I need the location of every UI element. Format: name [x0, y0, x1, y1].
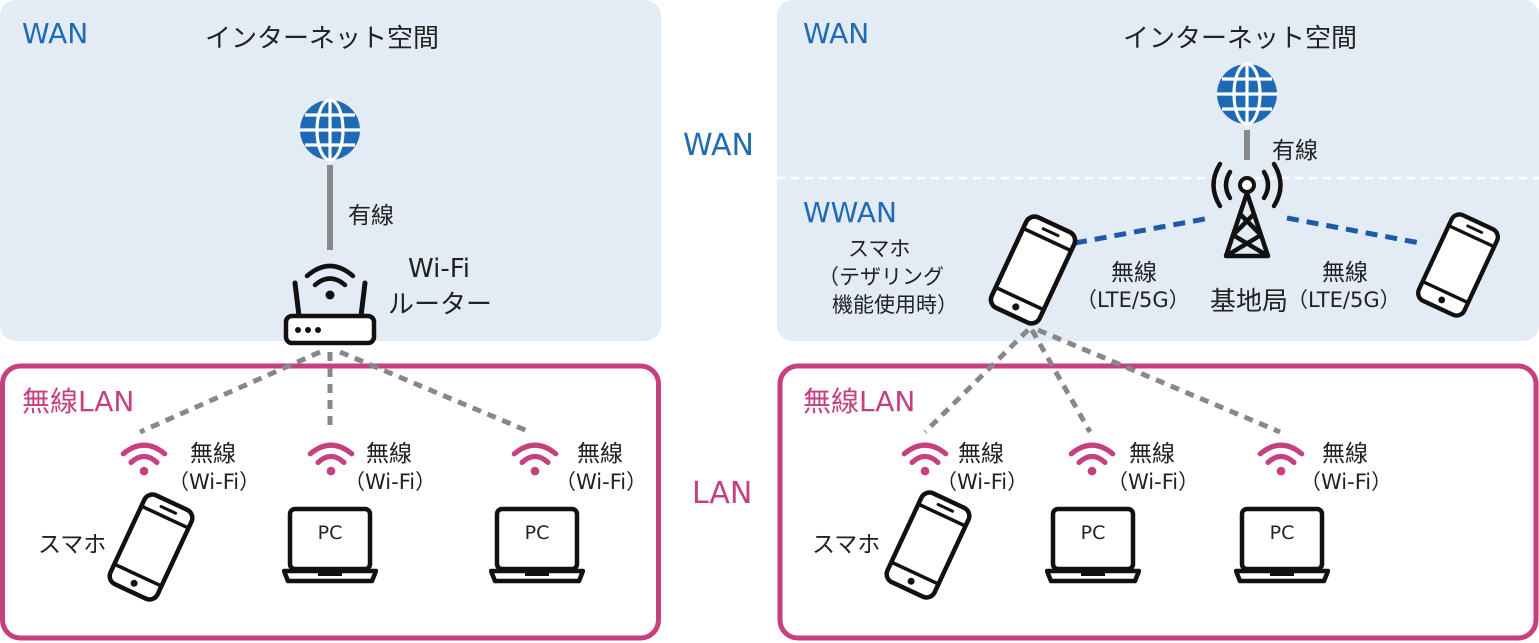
- device-wifi-label: （Wi-Fi）: [344, 470, 437, 494]
- left-lan-label: 無線LAN: [22, 385, 135, 418]
- base-station-label: 基地局: [1210, 287, 1289, 317]
- right-wan-label: WAN: [803, 17, 870, 50]
- lte-left-label: （LTE/5G）: [1076, 288, 1190, 312]
- device-wifi-label: （Wi-Fi）: [168, 470, 261, 494]
- laptop-screen-label: PC: [524, 522, 550, 544]
- laptop-screen-label: PC: [1269, 522, 1295, 544]
- right-wan-area: [777, 0, 1539, 341]
- device-wifi-label: （Wi-Fi）: [936, 470, 1029, 494]
- right-link-2: [1029, 328, 1093, 434]
- device-wifi-label: （Wi-Fi）: [555, 470, 648, 494]
- device-wifi-label: （Wi-Fi）: [1300, 470, 1393, 494]
- lte-link-left: [1074, 215, 1211, 246]
- laptop-screen-label: PC: [1080, 522, 1106, 544]
- middle-lan-label: LAN: [692, 476, 753, 511]
- left-internet-title: インターネット空間: [205, 24, 440, 54]
- laptop-icon: [1047, 509, 1139, 581]
- laptop-icon: [1236, 509, 1328, 581]
- right-wired-label: 有線: [1272, 138, 1318, 164]
- device-wireless-label: 無線: [366, 441, 412, 467]
- tether-label-line2: （テザリング: [818, 265, 944, 289]
- device-wireless-label: 無線: [190, 441, 236, 467]
- left-globe-icon: [298, 98, 362, 162]
- device-wireless-label: 無線: [1129, 441, 1175, 467]
- right-globe-icon: [1215, 62, 1279, 126]
- right-internet-title: インターネット空間: [1123, 24, 1358, 54]
- right-link-3: [1037, 327, 1281, 435]
- router-icon: [283, 263, 377, 346]
- middle-wan-label: WAN: [683, 128, 754, 163]
- smartphone-label: スマホ: [38, 532, 107, 558]
- right-lan-label: 無線LAN: [803, 385, 916, 418]
- laptop-icon: [491, 509, 583, 581]
- right-link-1: [923, 328, 1030, 434]
- device-wireless-label: 無線: [958, 441, 1004, 467]
- tether-label-line3-text: 機能使用時: [832, 293, 937, 317]
- laptop-icon: [284, 509, 376, 581]
- lte-left-wireless: 無線: [1111, 260, 1157, 286]
- device-wireless-label: 無線: [577, 441, 623, 467]
- router-label-line2: ルーター: [388, 290, 493, 320]
- lte-right-wireless: 無線: [1322, 260, 1368, 286]
- lte-link-right: [1286, 215, 1421, 246]
- laptop-screen-label: PC: [317, 522, 343, 544]
- lte-right-label: （LTE/5G）: [1287, 288, 1401, 312]
- device-wireless-label: 無線: [1322, 441, 1368, 467]
- left-wan-label: WAN: [22, 17, 89, 50]
- left-wired-label: 有線: [348, 203, 394, 229]
- right-lan-area: [777, 363, 1539, 641]
- device-wifi-label: （Wi-Fi）: [1107, 470, 1200, 494]
- tether-label-line2-text: テザリング: [839, 265, 944, 289]
- left-link-1: [138, 349, 322, 435]
- base-station-icon: [1211, 161, 1283, 259]
- tether-label-line1: スマホ: [848, 237, 911, 261]
- tether-label-line3: 機能使用時）: [832, 293, 958, 317]
- smartphone-label: スマホ: [812, 532, 881, 558]
- left-link-3: [339, 349, 531, 435]
- wwan-label: WWAN: [803, 196, 897, 229]
- router-label-line1: Wi-Fi: [408, 254, 471, 284]
